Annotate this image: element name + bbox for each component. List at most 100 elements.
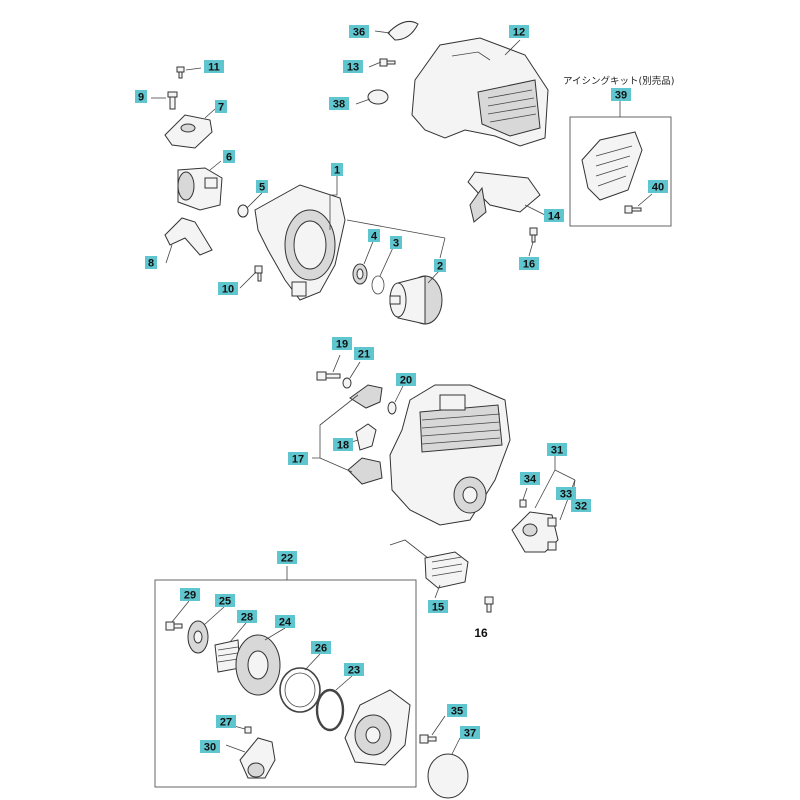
starter-case-part xyxy=(344,689,411,766)
callout-label-bg xyxy=(519,257,539,270)
callout-label: 25 xyxy=(215,594,235,608)
callout-number: 25 xyxy=(219,596,231,608)
screw-part-16-top xyxy=(529,227,538,243)
leader-line xyxy=(204,108,216,119)
callout-label: 8 xyxy=(145,256,157,270)
callout-number: 18 xyxy=(337,440,349,452)
leader-line xyxy=(225,744,246,753)
callout-label: 32 xyxy=(571,499,591,513)
clutch-drum-part-2 xyxy=(389,275,443,325)
callout-label: 39 xyxy=(611,88,631,102)
callout-label-bg xyxy=(288,452,308,465)
bracket-line xyxy=(534,469,556,509)
bracket-part-8 xyxy=(164,217,213,256)
engine-cover-part-12 xyxy=(411,37,549,147)
callout-label: 24 xyxy=(275,615,295,629)
callout-label-bg xyxy=(135,90,147,103)
callout-number: 12 xyxy=(513,27,525,39)
callout-label: 7 xyxy=(215,100,227,114)
callout-label: 13 xyxy=(343,60,363,74)
callout-label: 19 xyxy=(332,337,352,351)
icing-kit-box xyxy=(569,100,672,227)
plug-part-34 xyxy=(519,499,527,508)
callout-label-bg xyxy=(275,615,295,628)
reel-part-24 xyxy=(235,634,281,696)
callout-number: 29 xyxy=(184,590,196,602)
bolt-part-9 xyxy=(167,91,178,110)
handle-part-30 xyxy=(239,737,276,779)
leader-line xyxy=(304,653,321,671)
callout-number: 2 xyxy=(437,261,443,273)
callout-label-bg xyxy=(332,337,352,350)
callout-number: 16 xyxy=(523,259,535,271)
callout-label-bg xyxy=(344,663,364,676)
pulley-part-25 xyxy=(187,620,209,654)
callout-label-bg xyxy=(390,236,402,249)
callout-number: 36 xyxy=(353,27,365,39)
callout-label: 27 xyxy=(216,715,236,729)
bracket-part-7 xyxy=(164,114,213,149)
bracket-line xyxy=(346,219,446,239)
callout-number: 31 xyxy=(551,445,563,457)
callout-label-bg xyxy=(368,229,380,242)
screw-part-40 xyxy=(624,205,642,214)
callout-label-bg xyxy=(396,373,416,386)
screw-part-29 xyxy=(165,621,183,631)
leader-line xyxy=(330,175,338,196)
leader-line xyxy=(528,241,534,257)
leader-line xyxy=(524,204,546,216)
bracket-line xyxy=(319,457,353,473)
leader-line xyxy=(246,192,263,209)
callout-number: 17 xyxy=(292,454,304,466)
callout-label-bg xyxy=(329,97,349,110)
washer-part-20 xyxy=(387,401,397,415)
callout-number: 21 xyxy=(358,349,370,361)
callout-label: 1 xyxy=(331,163,343,177)
callout-label: 30 xyxy=(200,740,220,754)
callout-label-bg xyxy=(215,100,227,113)
callout-label: 35 xyxy=(447,704,467,718)
screw-part-16-mid xyxy=(484,596,494,613)
callout-number: 5 xyxy=(259,182,265,194)
callout-label-bg xyxy=(223,150,235,163)
callout-label-bg xyxy=(256,180,268,193)
callout-number: 26 xyxy=(315,643,327,655)
callout-number: 27 xyxy=(220,717,232,729)
callout-label: 23 xyxy=(344,663,364,677)
ignition-part-31 xyxy=(511,511,559,553)
callout-number: 1 xyxy=(334,165,340,177)
callout-number: 10 xyxy=(222,284,234,296)
callout-number: 13 xyxy=(347,62,359,74)
icing-kit-note: アイシングキット(別売品) xyxy=(563,75,674,87)
callout-label: 17 xyxy=(288,452,308,466)
engine-part xyxy=(389,384,511,526)
callout-label-bg xyxy=(648,180,668,193)
callout-label-bg xyxy=(571,499,591,512)
bearing-part-4 xyxy=(352,263,368,285)
callout-label-bg xyxy=(200,740,220,753)
callout-label: 9 xyxy=(135,90,147,104)
callout-label: 38 xyxy=(329,97,349,111)
muffler-guard-part-15 xyxy=(424,551,469,589)
callout-label-bg xyxy=(354,347,374,360)
callout-number: 40 xyxy=(652,182,664,194)
callout-label-bg xyxy=(215,594,235,607)
callout-number: 38 xyxy=(333,99,345,111)
callout-label: 5 xyxy=(256,180,268,194)
callout-label-bg xyxy=(447,704,467,717)
bracket-line xyxy=(554,455,576,481)
callout-number: 4 xyxy=(371,231,378,243)
leader-line xyxy=(185,67,202,71)
bracket-line xyxy=(312,394,359,459)
gasket-part-18 xyxy=(355,423,377,451)
leader-line xyxy=(368,61,382,68)
cap-part-38 xyxy=(367,89,389,105)
callout-label-bg xyxy=(311,641,331,654)
snap-ring-part-3 xyxy=(371,275,385,295)
callout-label: 28 xyxy=(237,610,257,624)
leader-line xyxy=(451,737,461,755)
callout-label: 11 xyxy=(204,60,224,74)
callout-label-bg xyxy=(218,282,238,295)
callout-label: 12 xyxy=(509,25,529,39)
callout-number: 34 xyxy=(524,474,537,486)
